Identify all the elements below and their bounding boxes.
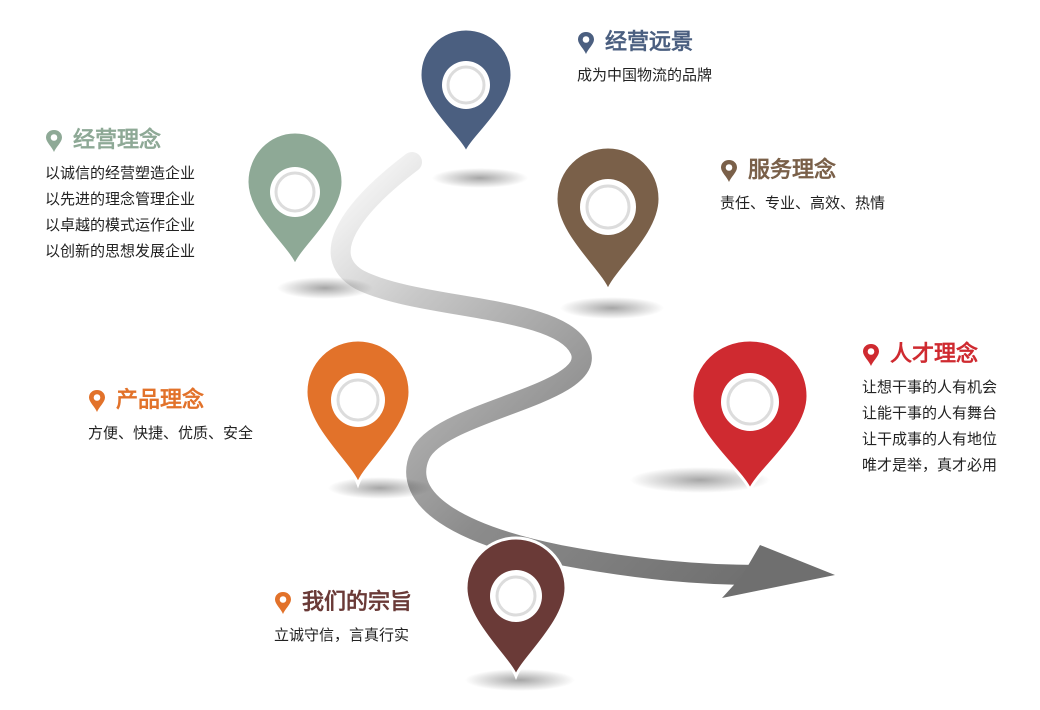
map-pin-icon — [721, 160, 737, 182]
map-pin-management — [245, 130, 345, 271]
section-vision: 经营远景 成为中国物流的品牌 — [577, 28, 712, 88]
map-pin-product — [304, 338, 412, 489]
section-talent-line: 让想干事的人有机会 — [862, 378, 998, 396]
section-service-heading: 服务理念 — [748, 158, 837, 183]
section-product: 产品理念 方便、快捷、优质、安全 — [88, 386, 253, 446]
section-management-line: 以创新的思想发展企业 — [45, 242, 196, 260]
section-management-heading: 经营理念 — [73, 128, 162, 153]
pin-shadows — [277, 168, 770, 691]
section-management: 经营理念 以诚信的经营塑造企业 以先进的理念管理企业 以卓越的模式运作企业 以创… — [45, 126, 195, 264]
section-purpose-title: 我们的宗旨 — [274, 588, 412, 618]
section-purpose-heading: 我们的宗旨 — [302, 590, 413, 615]
map-pin-icon — [578, 32, 594, 54]
section-service-line: 责任、专业、高效、热情 — [720, 194, 886, 212]
section-talent-line: 唯才是举，真才必用 — [862, 456, 998, 474]
section-vision-line: 成为中国物流的品牌 — [577, 66, 713, 84]
section-management-line: 以先进的理念管理企业 — [45, 190, 196, 208]
section-service: 服务理念 责任、专业、高效、热情 — [720, 156, 885, 216]
map-pin-service — [554, 145, 662, 296]
map-pin-icon — [863, 344, 879, 366]
map-pin-icon — [89, 390, 105, 412]
map-pin-icon — [275, 592, 291, 614]
section-talent-heading: 人才理念 — [890, 342, 979, 367]
section-purpose-line: 立诚守信，言真行实 — [274, 626, 410, 644]
section-talent: 人才理念 让想干事的人有机会 让能干事的人有舞台 让干成事的人有地位 唯才是举，… — [862, 340, 997, 478]
section-purpose: 我们的宗旨 立诚守信，言真行实 — [274, 588, 412, 648]
section-management-line: 以诚信的经营塑造企业 — [45, 164, 196, 182]
road-arrowhead-icon — [722, 545, 835, 598]
section-product-heading: 产品理念 — [116, 388, 205, 413]
map-pin-purpose — [464, 536, 568, 681]
section-product-line: 方便、快捷、优质、安全 — [88, 424, 254, 442]
section-management-line: 以卓越的模式运作企业 — [45, 216, 196, 234]
map-pin-vision — [418, 27, 514, 158]
map-pin-talent — [690, 338, 810, 495]
section-talent-line: 让能干事的人有舞台 — [862, 404, 998, 422]
section-vision-heading: 经营远景 — [605, 30, 694, 55]
section-talent-title: 人才理念 — [862, 340, 997, 370]
section-service-title: 服务理念 — [720, 156, 885, 186]
section-talent-line: 让干成事的人有地位 — [862, 430, 998, 448]
section-management-title: 经营理念 — [45, 126, 195, 156]
section-vision-title: 经营远景 — [577, 28, 712, 58]
section-product-title: 产品理念 — [88, 386, 253, 416]
map-pin-icon — [46, 130, 62, 152]
winding-road — [330, 152, 770, 585]
